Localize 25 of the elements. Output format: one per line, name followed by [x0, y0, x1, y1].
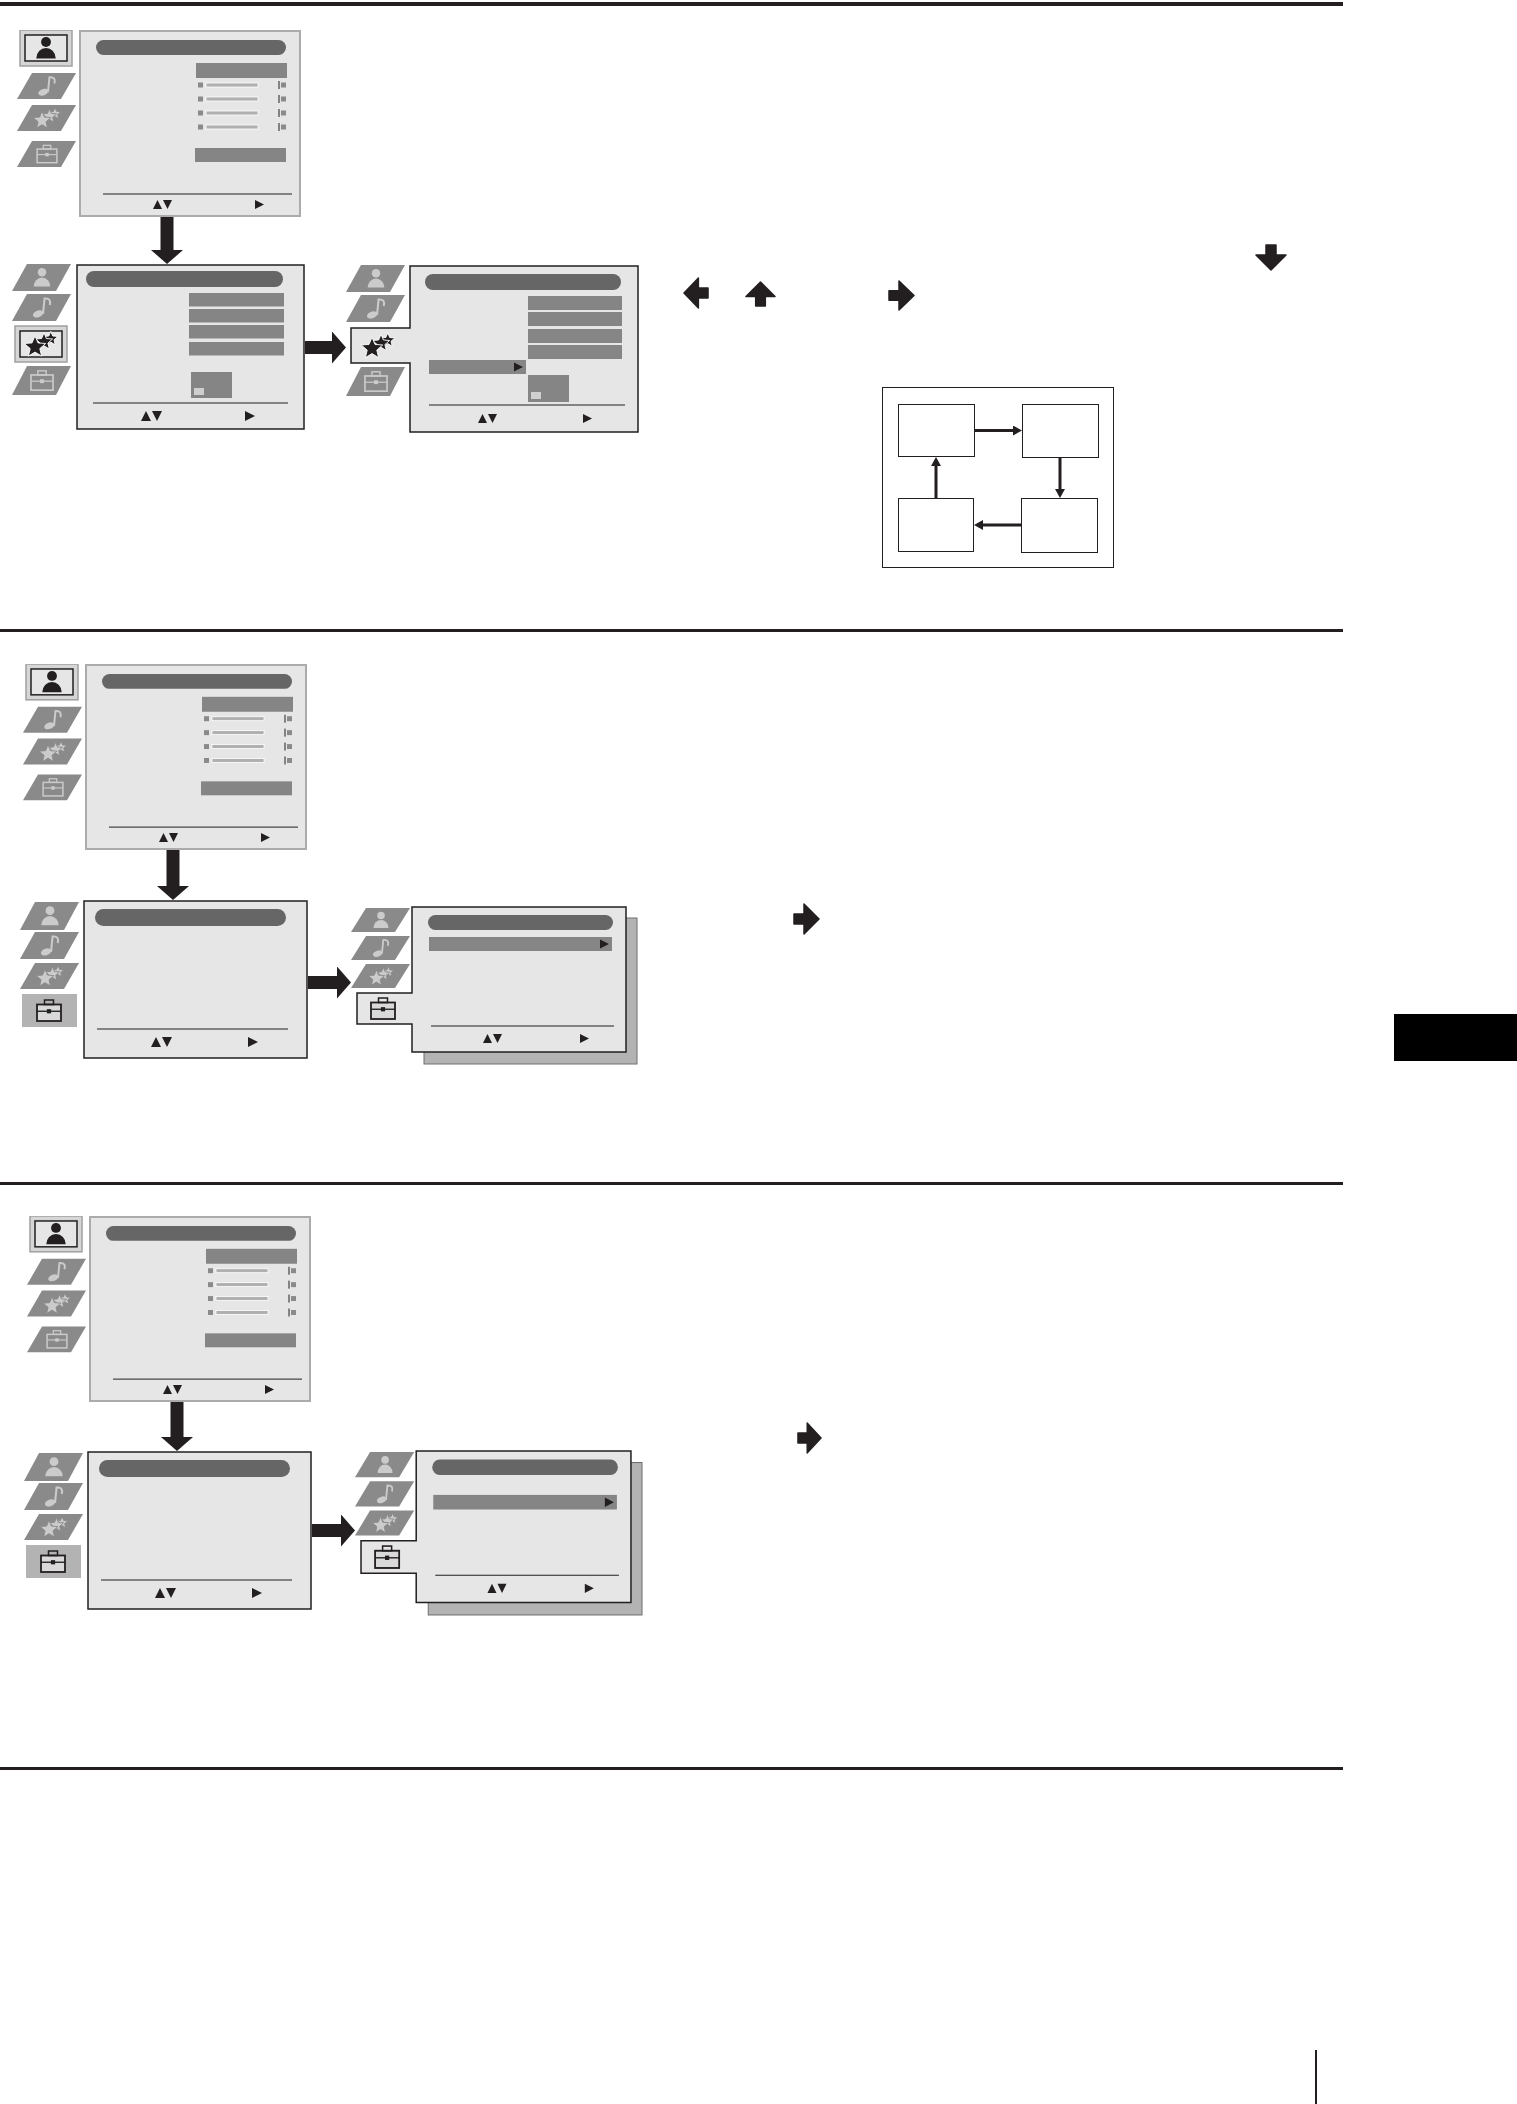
block-arrow	[305, 331, 346, 364]
menu-screen-illustration	[346, 265, 639, 433]
menu-screen-illustration	[17, 30, 301, 217]
block-arrow	[151, 217, 183, 264]
menu-screen-illustration	[23, 664, 307, 850]
menu-screen-illustration	[355, 1450, 643, 1616]
frame	[882, 387, 1114, 568]
empty-box	[897, 497, 974, 552]
menu-screen-illustration	[20, 900, 308, 1059]
block-arrow	[157, 850, 189, 900]
arrow	[975, 425, 1022, 436]
block-arrow	[312, 1514, 355, 1547]
empty-box	[1020, 497, 1098, 553]
empty-box	[897, 403, 975, 457]
arrow	[974, 520, 1021, 530]
section-tab	[1394, 1014, 1517, 1061]
menu-screen-illustration	[24, 1451, 312, 1610]
block-arrow	[308, 966, 351, 999]
menu-screen-illustration	[27, 1216, 311, 1402]
empty-box	[1021, 403, 1099, 458]
arrow	[931, 457, 941, 498]
menu-screen-illustration	[351, 906, 638, 1065]
arrow	[1055, 458, 1065, 498]
block-arrow	[161, 1402, 193, 1451]
menu-screen-illustration	[12, 264, 305, 430]
